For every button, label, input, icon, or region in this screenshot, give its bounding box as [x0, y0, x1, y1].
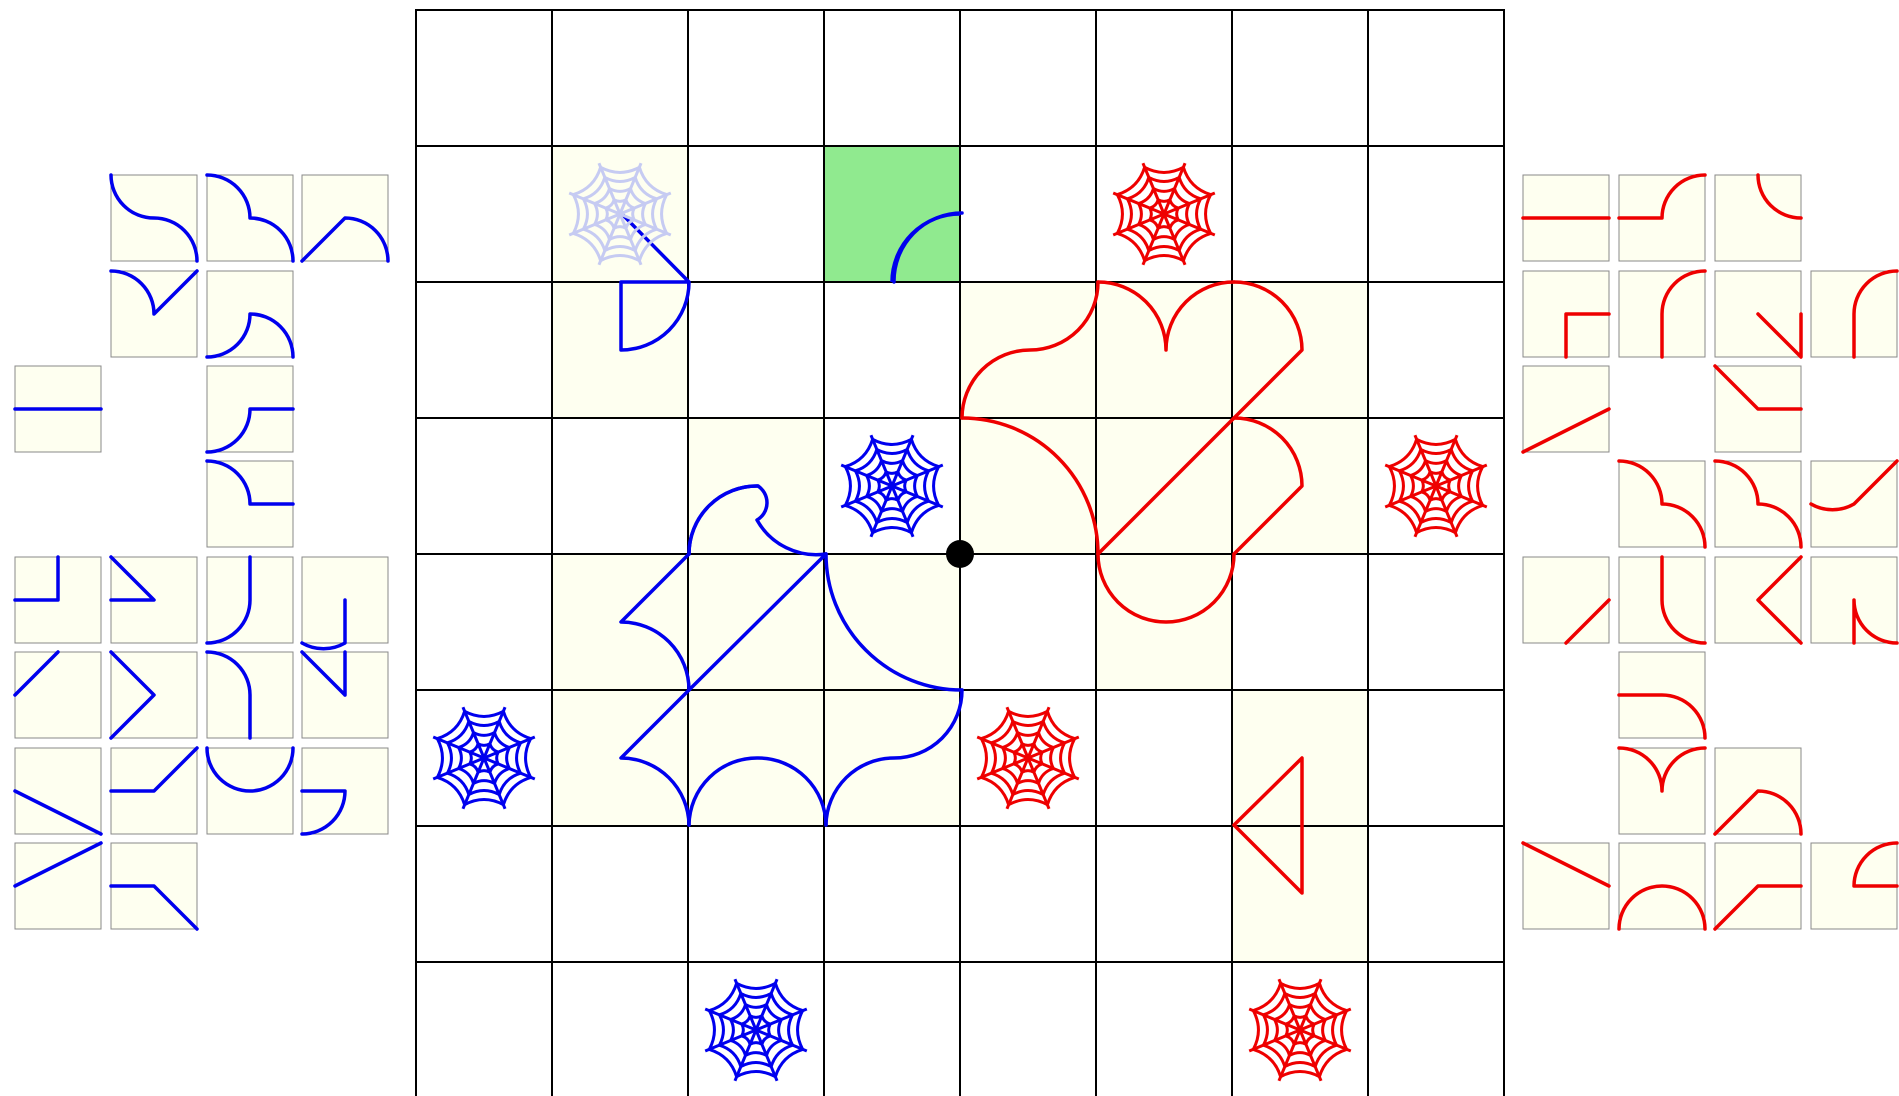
- blue-tray-tile[interactable]: [111, 748, 197, 834]
- board-cell[interactable]: [1096, 282, 1232, 418]
- board-cell[interactable]: [1368, 554, 1504, 690]
- board-cell[interactable]: [824, 962, 960, 1096]
- blue-tray-tile[interactable]: [207, 461, 293, 547]
- blue-tray-tile[interactable]: [15, 843, 101, 929]
- red-tray-tile[interactable]: [1619, 175, 1705, 261]
- red-tray-tile[interactable]: [1523, 366, 1609, 452]
- red-tray-tile[interactable]: [1619, 461, 1705, 547]
- blue-tray-tile[interactable]: [111, 557, 197, 643]
- board-cell[interactable]: [824, 146, 960, 282]
- board-cell[interactable]: [688, 826, 824, 962]
- blue-tray-tile[interactable]: [302, 557, 388, 649]
- red-tray-tile[interactable]: [1619, 271, 1705, 357]
- board-cell[interactable]: [416, 10, 552, 146]
- red-tray-tile[interactable]: [1811, 557, 1897, 643]
- blue-tray-tile[interactable]: [207, 175, 293, 261]
- blue-tray-tile[interactable]: [111, 843, 197, 929]
- board-cell[interactable]: [1232, 146, 1368, 282]
- board-cell[interactable]: [1368, 962, 1504, 1096]
- board-cell[interactable]: [824, 826, 960, 962]
- board-cell[interactable]: [1096, 690, 1232, 826]
- blue-tray-tile[interactable]: [207, 652, 293, 738]
- board-cell[interactable]: [1096, 962, 1232, 1096]
- blue-tray-tile[interactable]: [15, 366, 101, 452]
- blue-tray-tile[interactable]: [207, 271, 293, 357]
- blue-tile-tray: [15, 175, 388, 929]
- board-cell[interactable]: [960, 10, 1096, 146]
- board-cell[interactable]: [552, 826, 688, 962]
- blue-tray-tile[interactable]: [111, 652, 197, 738]
- board-cell[interactable]: [552, 10, 688, 146]
- red-tray-tile[interactable]: [1619, 843, 1705, 929]
- red-tray-tile[interactable]: [1715, 175, 1801, 261]
- board-cell[interactable]: [416, 826, 552, 962]
- red-tray-tile[interactable]: [1523, 843, 1609, 929]
- board-cell[interactable]: [1368, 10, 1504, 146]
- red-tray-tile[interactable]: [1811, 271, 1897, 357]
- blue-tray-tile[interactable]: [302, 175, 388, 261]
- board-cell[interactable]: [552, 962, 688, 1096]
- blue-tray-tile[interactable]: [111, 271, 197, 357]
- red-tray-tile[interactable]: [1715, 271, 1801, 357]
- board-cell[interactable]: [416, 282, 552, 418]
- board-cell[interactable]: [1368, 826, 1504, 962]
- red-tray-tile[interactable]: [1523, 175, 1609, 261]
- center-marker: [946, 540, 974, 568]
- board-cell[interactable]: [1096, 10, 1232, 146]
- board-cell[interactable]: [1232, 10, 1368, 146]
- blue-tray-tile[interactable]: [111, 175, 197, 261]
- board-cell[interactable]: [1232, 826, 1368, 962]
- board-cell[interactable]: [1368, 690, 1504, 826]
- black-dot-icon: [946, 540, 974, 568]
- blue-tray-tile[interactable]: [15, 652, 101, 738]
- board-cell[interactable]: [960, 554, 1096, 690]
- board-cell[interactable]: [416, 146, 552, 282]
- red-tile-tray: [1523, 175, 1897, 929]
- blue-tray-tile[interactable]: [15, 748, 101, 834]
- red-tray-tile[interactable]: [1523, 271, 1609, 357]
- board-cell[interactable]: [1368, 146, 1504, 282]
- red-tray-tile[interactable]: [1715, 557, 1801, 643]
- blue-tray-tile[interactable]: [207, 748, 293, 834]
- red-tray-tile[interactable]: [1715, 748, 1801, 834]
- blue-tray-tile[interactable]: [207, 366, 293, 452]
- board-cell[interactable]: [688, 282, 824, 418]
- red-tray-tile[interactable]: [1811, 843, 1897, 929]
- blue-tray-tile[interactable]: [15, 557, 101, 643]
- red-tray-tile[interactable]: [1523, 557, 1609, 643]
- blue-tray-tile[interactable]: [302, 652, 388, 738]
- red-tray-tile[interactable]: [1715, 366, 1801, 452]
- red-tray-tile[interactable]: [1715, 461, 1801, 547]
- board-cell[interactable]: [960, 418, 1096, 554]
- board-cell[interactable]: [1232, 554, 1368, 690]
- board-cell[interactable]: [688, 146, 824, 282]
- board-cell[interactable]: [416, 418, 552, 554]
- red-tray-tile[interactable]: [1715, 843, 1801, 929]
- blue-tray-tile[interactable]: [302, 748, 388, 834]
- board-cell[interactable]: [824, 282, 960, 418]
- red-tray-tile[interactable]: [1811, 461, 1897, 547]
- board-cell[interactable]: [960, 826, 1096, 962]
- board-cell[interactable]: [552, 418, 688, 554]
- board-cell[interactable]: [960, 146, 1096, 282]
- red-tray-tile[interactable]: [1619, 557, 1705, 643]
- board-cell[interactable]: [1368, 282, 1504, 418]
- board-cell[interactable]: [824, 10, 960, 146]
- board-cell[interactable]: [1096, 826, 1232, 962]
- board-cell[interactable]: [960, 962, 1096, 1096]
- board-cell[interactable]: [416, 962, 552, 1096]
- blue-tray-tile[interactable]: [207, 557, 293, 643]
- red-tray-tile[interactable]: [1619, 652, 1705, 738]
- board-cell[interactable]: [416, 554, 552, 690]
- red-tray-tile[interactable]: [1619, 748, 1705, 834]
- board-cell[interactable]: [688, 10, 824, 146]
